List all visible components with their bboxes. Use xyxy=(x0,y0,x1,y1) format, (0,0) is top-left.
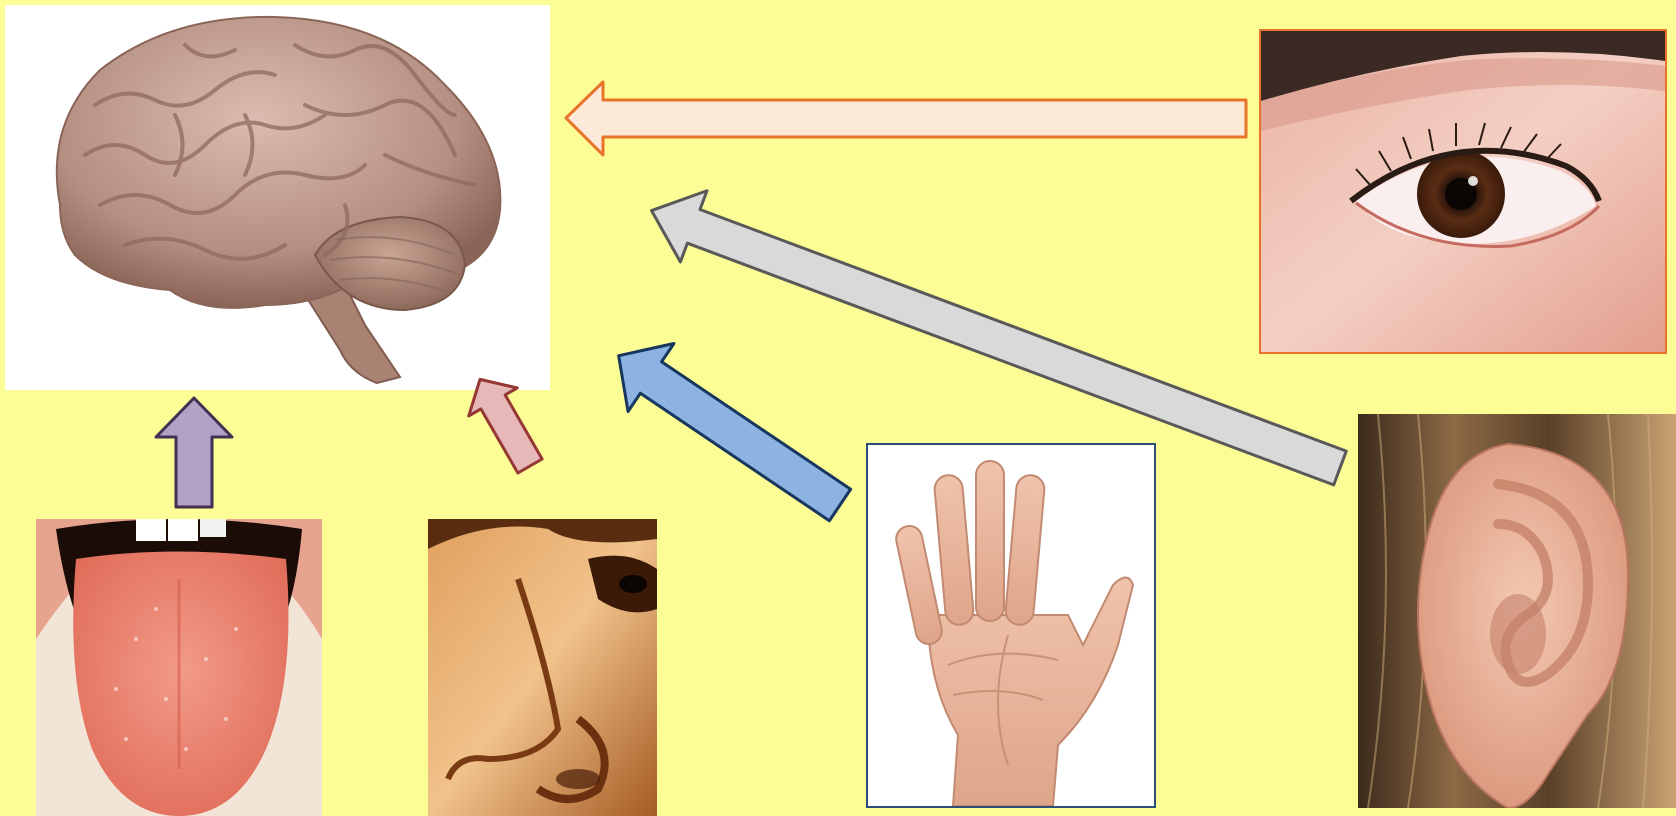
ear-image xyxy=(1358,414,1676,808)
nose-illustration xyxy=(428,519,657,816)
brain-illustration xyxy=(5,5,550,390)
hand-image xyxy=(866,443,1156,808)
taste-arrow xyxy=(156,398,232,507)
tongue-image xyxy=(36,519,322,816)
nose-image xyxy=(428,519,657,816)
sight-arrow xyxy=(566,82,1246,155)
eye-illustration xyxy=(1261,31,1665,352)
brain-image xyxy=(5,5,550,390)
touch-arrow xyxy=(596,322,863,539)
hand-illustration xyxy=(868,445,1154,806)
tongue-illustration xyxy=(36,519,322,816)
ear-illustration xyxy=(1358,414,1676,808)
eye-image xyxy=(1259,29,1667,354)
